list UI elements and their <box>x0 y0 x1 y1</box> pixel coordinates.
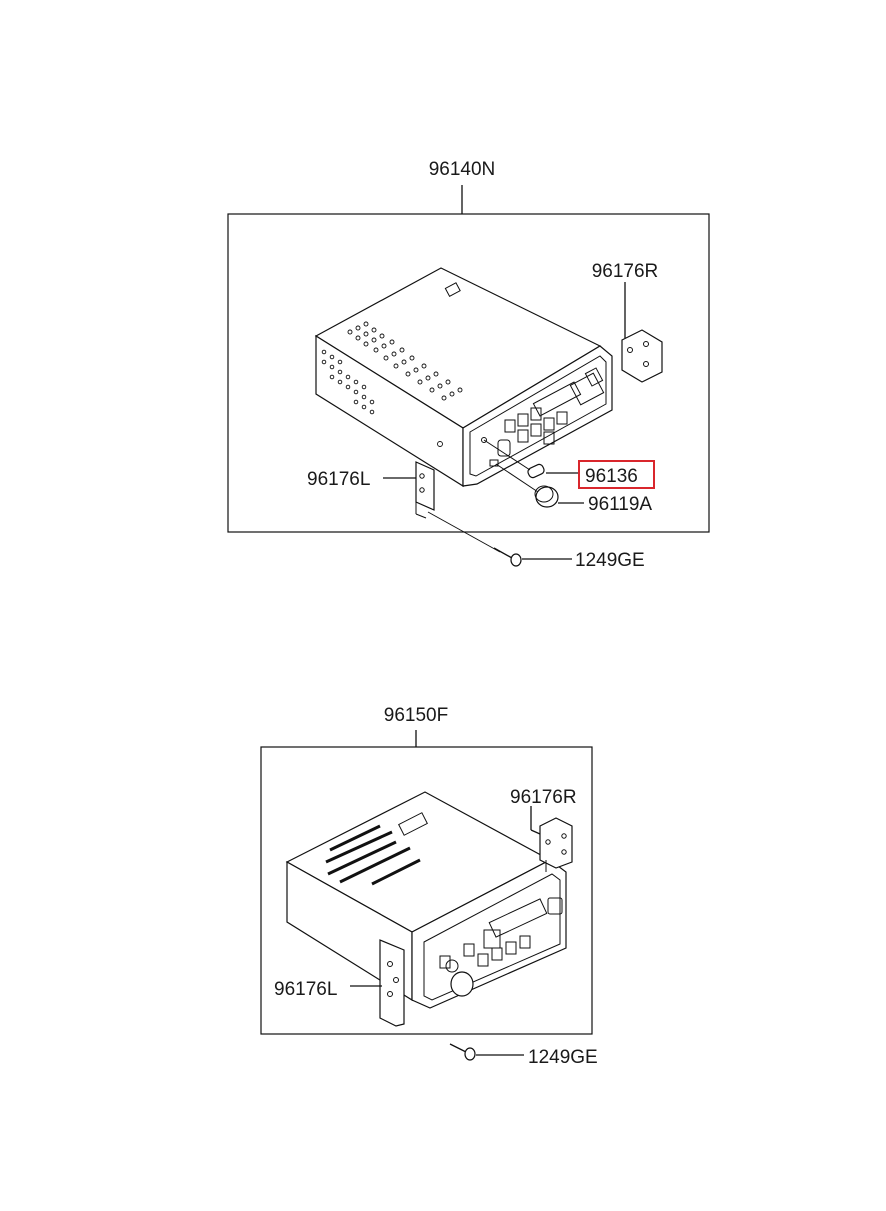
bracket-hole <box>545 839 551 845</box>
assembly-guide-line <box>483 439 531 471</box>
bracket-right[interactable] <box>621 329 663 383</box>
preset-button <box>543 417 555 431</box>
screw-shank <box>493 547 513 559</box>
bracket-right-body <box>539 817 573 869</box>
shaft-part[interactable] <box>527 463 546 479</box>
bracket-left-body <box>415 461 435 511</box>
preset-button <box>439 955 451 969</box>
knob-body <box>535 486 559 508</box>
top-label-plate <box>444 282 461 298</box>
leader-line <box>530 829 541 835</box>
screw[interactable] <box>449 1043 476 1061</box>
bracket-hole <box>561 849 567 855</box>
bracket-left[interactable] <box>415 461 435 519</box>
bracket-right[interactable] <box>539 817 573 872</box>
callout-label[interactable]: 1249GE <box>575 550 645 571</box>
bracket-hole <box>387 961 393 967</box>
bracket-left-body <box>379 939 405 1027</box>
callout-label[interactable]: 96176R <box>510 787 577 808</box>
preset-button <box>505 941 517 955</box>
callout-label[interactable]: 96119A <box>588 494 652 515</box>
side-vent-grille <box>321 349 443 447</box>
callout-label[interactable]: 1249GE <box>528 1047 598 1068</box>
assembly-96140n: 96140N <box>227 159 710 571</box>
bracket-hole <box>419 487 425 493</box>
screw-head <box>510 553 522 567</box>
screw[interactable] <box>493 547 522 567</box>
callout-label[interactable]: 96176R <box>592 261 659 282</box>
highlight-box <box>578 460 655 489</box>
screw-head <box>464 1047 476 1061</box>
assembly-frame <box>260 746 593 1035</box>
knob-face <box>534 485 554 503</box>
radio-bezel <box>423 873 561 1001</box>
assembly-guide-line <box>427 511 501 553</box>
top-label-plate <box>398 812 428 836</box>
tuning-knob <box>445 959 459 973</box>
knob[interactable] <box>534 485 559 508</box>
top-vent-grille <box>347 321 463 401</box>
top-label-text <box>325 824 421 886</box>
bracket-left[interactable] <box>379 939 405 1027</box>
preset-button <box>530 423 542 437</box>
assembly-part-number[interactable]: 96150F <box>384 705 448 726</box>
shaft-hole <box>481 437 487 443</box>
screw-shank <box>449 1043 467 1053</box>
preset-button <box>517 429 529 443</box>
preset-button <box>519 935 531 949</box>
eject-button <box>584 367 604 387</box>
radio-unit[interactable] <box>314 267 613 488</box>
callout-label[interactable]: 96136 <box>585 466 638 487</box>
radio-bezel <box>469 355 607 477</box>
cassette-slot <box>532 381 582 417</box>
preset-button <box>543 431 555 445</box>
bracket-hole <box>627 347 633 353</box>
assembly-part-number[interactable]: 96140N <box>429 159 496 180</box>
bracket-hole <box>419 473 425 479</box>
assembly-guide-line <box>495 463 539 493</box>
preset-button <box>517 413 529 427</box>
preset-button <box>530 407 542 421</box>
knob-housing <box>497 439 511 457</box>
preset-button <box>491 947 503 961</box>
front-controls <box>439 897 563 997</box>
bracket-hole <box>387 991 393 997</box>
bracket-hole <box>643 361 649 367</box>
bracket-tab <box>415 513 427 519</box>
preset-button <box>504 419 516 433</box>
preset-button <box>556 411 568 425</box>
bracket-right-body <box>621 329 663 383</box>
front-controls <box>481 367 605 467</box>
eject-button <box>547 897 563 915</box>
bracket-hole <box>561 833 567 839</box>
preset-button <box>463 943 475 957</box>
radio-unit[interactable] <box>285 791 567 1009</box>
bracket-hole <box>393 977 399 983</box>
assembly-frame <box>227 213 710 533</box>
volume-knob <box>450 971 474 997</box>
shaft-hole <box>489 459 499 467</box>
bracket-hole <box>643 341 649 347</box>
assembly-96150f: 96150F <box>260 705 598 1068</box>
callout-label[interactable]: 96176L <box>307 469 370 490</box>
preset-button <box>477 953 489 967</box>
callout-label[interactable]: 96176L <box>274 979 337 1000</box>
